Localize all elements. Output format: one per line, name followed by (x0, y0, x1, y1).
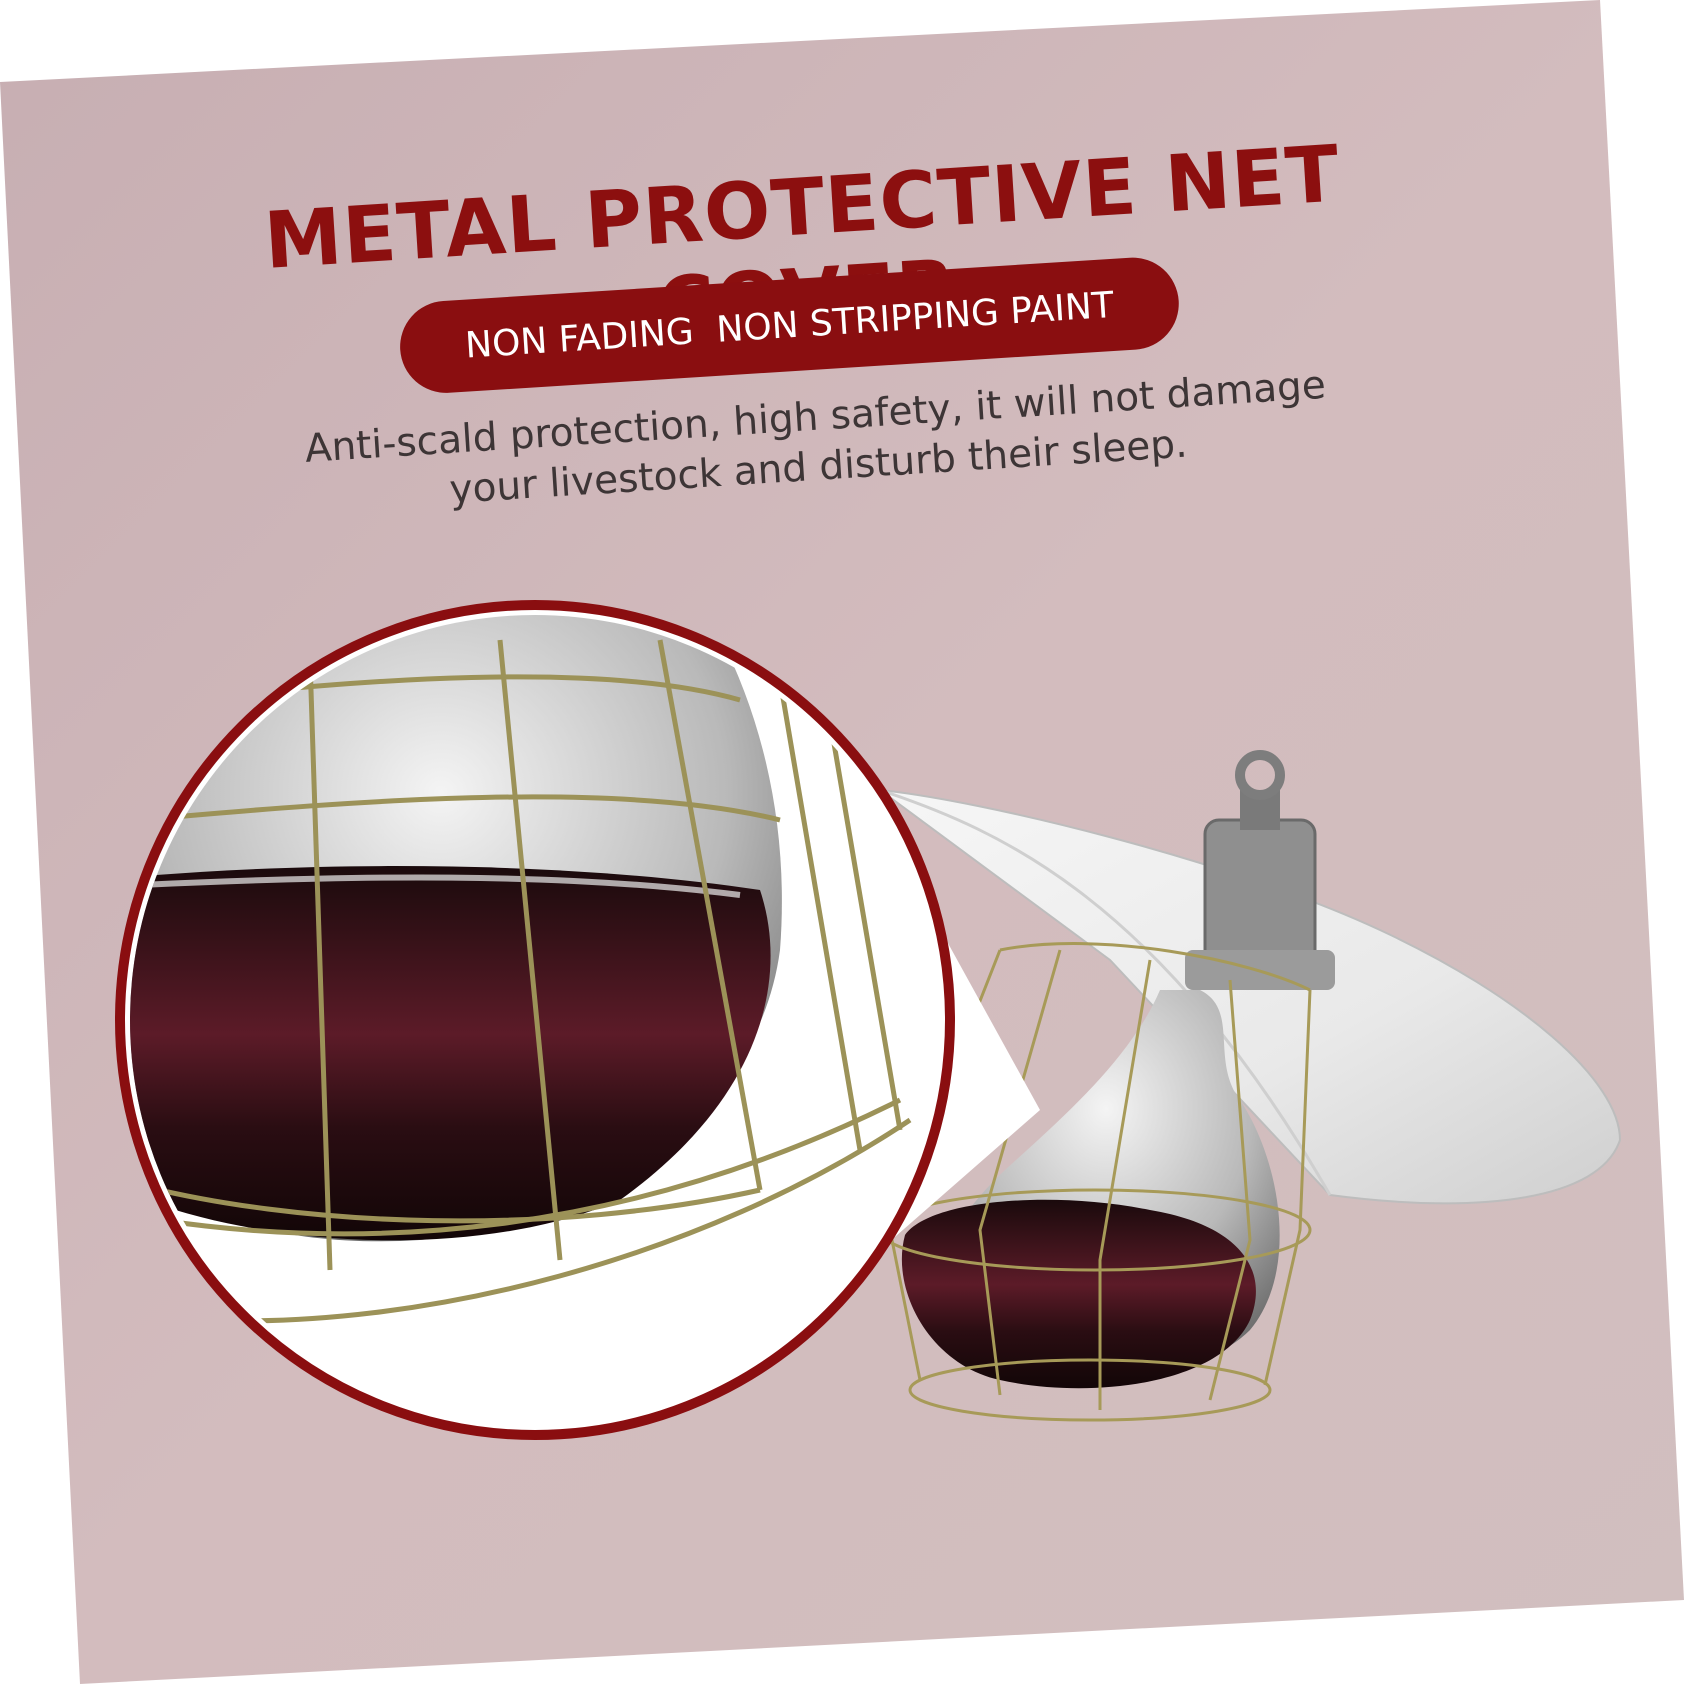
feature-badge-text: NON FADING NON STRIPPING PAINT (463, 284, 1115, 367)
heat-lamp (876, 750, 1622, 1422)
zoom-detail (115, 600, 955, 1440)
